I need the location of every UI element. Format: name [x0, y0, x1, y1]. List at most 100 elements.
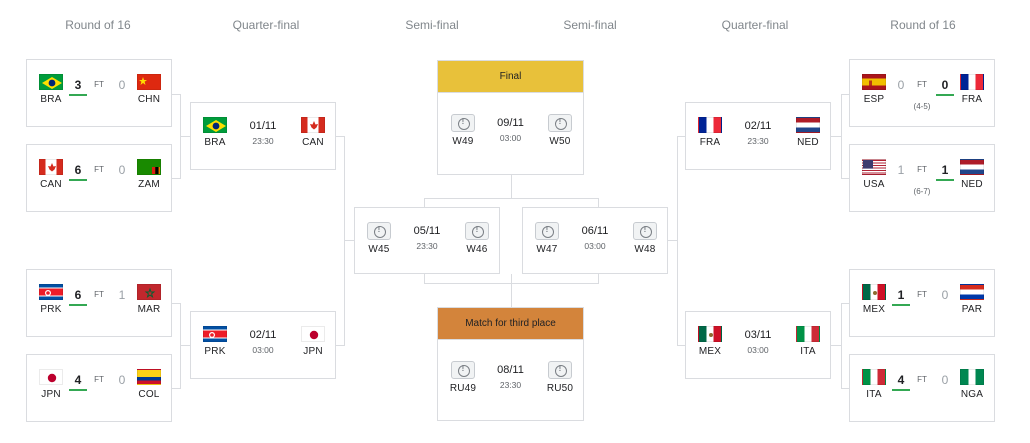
penalty-score: (4-5) [913, 102, 931, 111]
flag-mar-icon [137, 284, 161, 300]
match-card-r16[interactable]: MEX 1 FT 0 PAR [849, 269, 995, 337]
match-time: 23:30 [416, 241, 438, 251]
final-banner: Final [438, 61, 583, 93]
team-code: W48 [634, 244, 656, 255]
team-code: CHN [137, 94, 161, 105]
match-date: 06/11 [581, 225, 609, 237]
team-away: RU50 [542, 361, 578, 394]
placeholder-team-icon [548, 114, 572, 132]
team-code: ESP [863, 94, 885, 105]
team-home: USA [856, 159, 892, 190]
team-home: JPN [33, 369, 69, 400]
match-card-r16[interactable]: USA 1 FT (6-7) 1 NED [849, 144, 995, 212]
placeholder-team-icon [367, 222, 391, 240]
team-away: CAN [295, 117, 331, 148]
match-card-r16[interactable]: ITA 4 FT 0 NGA [849, 354, 995, 422]
team-code: JPN [41, 389, 61, 400]
team-home: W47 [529, 222, 565, 255]
team-home: CAN [33, 159, 69, 190]
placeholder-team-icon [451, 114, 475, 132]
match-card-r16[interactable]: JPN 4 FT 0 COL [26, 354, 172, 422]
placeholder-team-icon [633, 222, 657, 240]
team-away: JPN [295, 326, 331, 357]
match-card-final[interactable]: Final W49 09/11 03:00 W50 [437, 60, 584, 175]
round-label-left-qf: Quarter-final [232, 18, 300, 32]
team-code: PRK [40, 304, 62, 315]
home-score: 4 [69, 373, 87, 391]
match-time: 03:00 [747, 345, 769, 355]
flag-prk-icon [39, 284, 63, 300]
team-code: W50 [549, 136, 571, 147]
flag-par-icon [960, 284, 984, 300]
team-home: PRK [197, 326, 233, 357]
match-time: 03:00 [584, 241, 606, 251]
team-away: W48 [627, 222, 663, 255]
match-time: 03:00 [499, 133, 522, 143]
team-home: PRK [33, 284, 69, 315]
home-score: 6 [69, 288, 87, 306]
match-card-qf[interactable]: PRK 02/11 03:00 JPN [190, 311, 336, 379]
team-away: NED [954, 159, 990, 190]
match-date: 02/11 [249, 329, 277, 341]
team-home: FRA [692, 117, 728, 148]
team-away: ZAM [131, 159, 167, 190]
third-place-banner: Match for third place [438, 308, 583, 340]
team-away: COL [131, 369, 167, 400]
team-code: RU50 [546, 383, 574, 394]
team-code: USA [863, 179, 885, 190]
placeholder-team-icon [465, 222, 489, 240]
team-away: NGA [954, 369, 990, 400]
match-date: 03/11 [744, 329, 772, 341]
match-status: FT [917, 80, 927, 89]
team-home: BRA [33, 74, 69, 105]
team-code: RU49 [449, 383, 477, 394]
final-title: Final [499, 71, 522, 82]
round-label-right-sf: Semi-final [563, 18, 617, 32]
flag-ita-icon [796, 326, 820, 342]
team-away: W46 [459, 222, 495, 255]
team-home: MEX [692, 326, 728, 357]
team-code: W47 [536, 244, 558, 255]
flag-mex-icon [698, 326, 722, 342]
match-card-sf[interactable]: W45 05/11 23:30 W46 [354, 207, 500, 274]
match-card-third-place[interactable]: Match for third place RU49 08/11 23:30 R… [437, 307, 584, 421]
match-card-r16[interactable]: BRA 3 FT 0 CHN [26, 59, 172, 127]
match-date: 09/11 [497, 117, 524, 129]
match-card-qf[interactable]: MEX 03/11 03:00 ITA [685, 311, 831, 379]
away-score: 1 [936, 163, 954, 181]
match-date: 08/11 [497, 364, 524, 376]
team-home: MEX [856, 284, 892, 315]
placeholder-team-icon [548, 361, 572, 379]
third-place-title: Match for third place [465, 318, 556, 329]
team-code: NED [797, 137, 819, 148]
match-card-sf[interactable]: W47 06/11 03:00 W48 [522, 207, 668, 274]
flag-ita-icon [862, 369, 886, 385]
round-label-left-r16: Round of 16 [65, 18, 131, 32]
match-card-qf[interactable]: BRA 01/11 23:30 CAN [190, 102, 336, 170]
away-score: 0 [941, 288, 949, 302]
match-card-r16[interactable]: PRK 6 FT 1 MAR [26, 269, 172, 337]
flag-can-icon [301, 117, 325, 133]
flag-bra-icon [203, 117, 227, 133]
flag-prk-icon [203, 326, 227, 342]
team-code: BRA [40, 94, 62, 105]
team-code: CAN [40, 179, 62, 190]
match-status: FT [917, 165, 927, 174]
team-code: ITA [800, 346, 816, 357]
team-away: CHN [131, 74, 167, 105]
team-code: W45 [368, 244, 390, 255]
team-code: CAN [302, 137, 324, 148]
match-time: 23:30 [252, 136, 274, 146]
flag-nga-icon [960, 369, 984, 385]
match-card-r16[interactable]: ESP 0 FT (4-5) 0 FRA [849, 59, 995, 127]
home-score: 3 [69, 78, 87, 96]
team-home: BRA [197, 117, 233, 148]
team-code: BRA [204, 137, 226, 148]
match-card-qf[interactable]: FRA 02/11 23:30 NED [685, 102, 831, 170]
away-score: 1 [118, 288, 126, 302]
flag-fra-icon [698, 117, 722, 133]
team-code: FRA [699, 137, 721, 148]
team-code: MEX [862, 304, 886, 315]
match-card-r16[interactable]: CAN 6 FT 0 ZAM [26, 144, 172, 212]
flag-esp-icon [862, 74, 886, 90]
